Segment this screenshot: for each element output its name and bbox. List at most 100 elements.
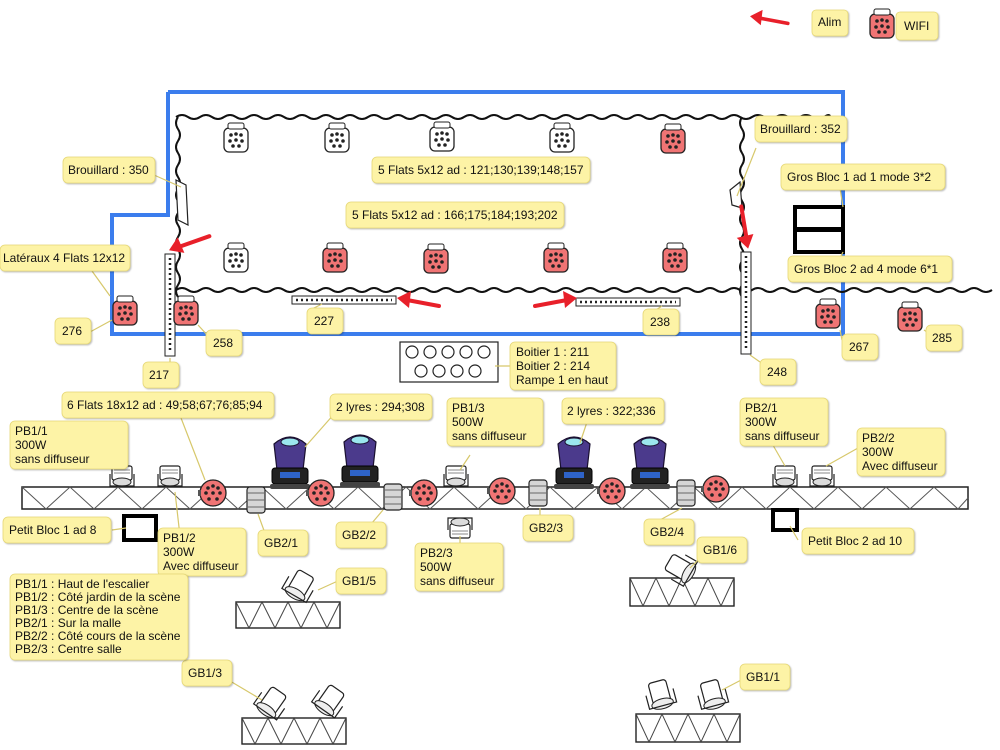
note-brouillard-352: Brouillard : 352: [754, 115, 848, 143]
lyre-322: [553, 436, 595, 490]
text-pb2-3-power: 500W: [420, 560, 452, 574]
text-217: 217: [149, 368, 169, 382]
text-flats-back: 5 Flats 5x12 ad : 121;130;139;148;157: [378, 163, 584, 177]
text-pb2-1-power: 300W: [745, 415, 777, 429]
text-pb1-3-diffuser: sans diffuseur: [452, 429, 527, 443]
legend: Alim WIFI: [748, 8, 939, 41]
note-petit-bloc-1: Petit Bloc 1 ad 8: [2, 516, 112, 544]
mid-par-3: [423, 243, 449, 274]
pc-pb1-3: [443, 465, 469, 487]
alim-arrow-248: [725, 203, 760, 254]
text-pb2-2-power: 300W: [862, 445, 894, 459]
note-gros-bloc-2: Gros Bloc 2 ad 4 mode 6*1: [787, 255, 953, 283]
text-brouillard-352: Brouillard : 352: [760, 122, 841, 136]
text-gb2-1: GB2/1: [264, 536, 298, 550]
text-gb1-1: GB1/1: [746, 670, 780, 684]
lyre-336: [629, 436, 671, 490]
text-276: 276: [62, 324, 82, 338]
note-key: PB1/1 : Haut de l'escalier PB1/2 : Côté …: [9, 573, 189, 661]
lateral-par-276: [112, 295, 138, 326]
text-key-pb2-2: PB2/2 : Côté cours de la scène: [15, 629, 181, 643]
text-gb1-5: GB1/5: [342, 574, 376, 588]
note-pb2-3: PB2/3 500W sans diffuseur: [414, 542, 504, 592]
mid-par-1: [223, 242, 249, 273]
legend-alim-note: Alim: [811, 9, 849, 37]
pc-pb2-3: [447, 517, 473, 539]
note-227: 227: [306, 307, 344, 335]
haze-machine-352: [729, 180, 743, 209]
note-pb1-2: PB1/2 300W Avec diffuseur: [157, 527, 247, 577]
text-gb2-2: GB2/2: [342, 528, 376, 542]
note-petit-bloc-2: Petit Bloc 2 ad 10: [801, 527, 915, 555]
note-gb2-2: GB2/2: [335, 521, 387, 549]
back-par-2: [324, 122, 350, 153]
back-par-4: [549, 122, 575, 153]
right-curtain: [739, 116, 745, 298]
note-gb1-3: GB1/3: [181, 659, 233, 687]
alim-arrow-icon: [748, 8, 790, 28]
text-boitier-2: Boitier 2 : 214: [516, 359, 590, 373]
lyre-308: [339, 434, 381, 488]
text-brouillard-350: Brouillard : 350: [68, 163, 149, 177]
note-285: 285: [925, 324, 963, 352]
can-gb2-3: [528, 479, 548, 507]
haze-machine-350: [175, 179, 189, 226]
text-pb2-2-name: PB2/2: [862, 431, 895, 445]
floor-truss-gb1-3: [241, 680, 350, 746]
text-gros-bloc-2: Gros Bloc 2 ad 4 mode 6*1: [794, 262, 938, 276]
note-boitier: Boitier 1 : 211 Boitier 2 : 214 Rampe 1 …: [509, 341, 617, 391]
text-pb1-1-power: 300W: [15, 438, 47, 452]
backdrop-curtain: [175, 114, 831, 120]
text-key-pb2-3: PB2/3 : Centre salle: [15, 642, 122, 656]
note-flats-back: 5 Flats 5x12 ad : 121;130;139;148;157: [371, 156, 591, 184]
dmx-boitier: [399, 341, 499, 383]
mid-par-5: [662, 242, 688, 273]
spot-gb1-3-a: [251, 682, 292, 723]
gros-bloc-1: [793, 205, 845, 231]
note-258: 258: [205, 329, 243, 357]
led-bar-238: [575, 297, 681, 307]
text-key-pb1-2: PB1/2 : Côté jardin de la scène: [15, 590, 181, 604]
note-lyres-2: 2 lyres : 322;336: [561, 397, 665, 425]
note-gb1-5: GB1/5: [335, 567, 387, 595]
note-gb2-1: GB2/1: [257, 529, 309, 557]
text-pb2-3-diffuser: sans diffuseur: [420, 574, 495, 588]
text-key-pb2-1: PB2/1 : Sur la malle: [15, 616, 121, 630]
note-brouillard-350: Brouillard : 350: [62, 156, 156, 184]
text-petit-bloc-1: Petit Bloc 1 ad 8: [9, 523, 97, 537]
text-flats-front: 6 Flats 18x12 ad : 49;58;67;76;85;94: [67, 398, 263, 412]
floor-truss-gb1-6: [629, 548, 735, 608]
note-gb2-3: GB2/3: [522, 514, 574, 542]
pc-pb1-2: [157, 465, 183, 487]
text-pb1-1-name: PB1/1: [15, 424, 48, 438]
note-pb1-3: PB1/3 500W sans diffuseur: [446, 397, 544, 447]
spot-gb1-1-a: [642, 677, 679, 713]
text-248: 248: [767, 365, 787, 379]
note-gb2-4: GB2/4: [643, 518, 695, 546]
can-gb2-1: [246, 486, 266, 514]
text-pb2-2-diffuser: Avec diffuseur: [862, 459, 938, 473]
text-pb2-3-name: PB2/3: [420, 546, 453, 560]
text-pb1-2-diffuser: Avec diffuseur: [163, 559, 239, 573]
text-flats-mid: 5 Flats 5x12 ad : 166;175;184;193;202: [352, 208, 558, 222]
lateral-par-267: [815, 298, 841, 329]
text-285: 285: [932, 331, 952, 345]
front-curtain: [175, 287, 993, 293]
text-gb2-4: GB2/4: [650, 525, 684, 539]
note-248: 248: [759, 358, 797, 386]
text-238: 238: [650, 315, 670, 329]
alim-arrow-238: [533, 289, 579, 310]
text-boitier-1: Boitier 1 : 211: [516, 345, 589, 359]
note-flats-front: 6 Flats 18x12 ad : 49;58;67;76;85;94: [61, 391, 275, 419]
text-gb2-3: GB2/3: [529, 521, 563, 535]
text-pb2-1-name: PB2/1: [745, 401, 778, 415]
mid-par-2: [322, 242, 348, 273]
note-lateraux: Latéraux 4 Flats 12x12: [0, 244, 131, 272]
alim-arrow-227: [395, 289, 441, 310]
text-gros-bloc-1: Gros Bloc 1 ad 1 mode 3*2: [787, 170, 931, 184]
note-gros-bloc-1: Gros Bloc 1 ad 1 mode 3*2: [780, 163, 946, 191]
text-gb1-3: GB1/3: [188, 666, 222, 680]
led-bar-248: [740, 251, 752, 355]
back-par-1: [223, 122, 249, 153]
